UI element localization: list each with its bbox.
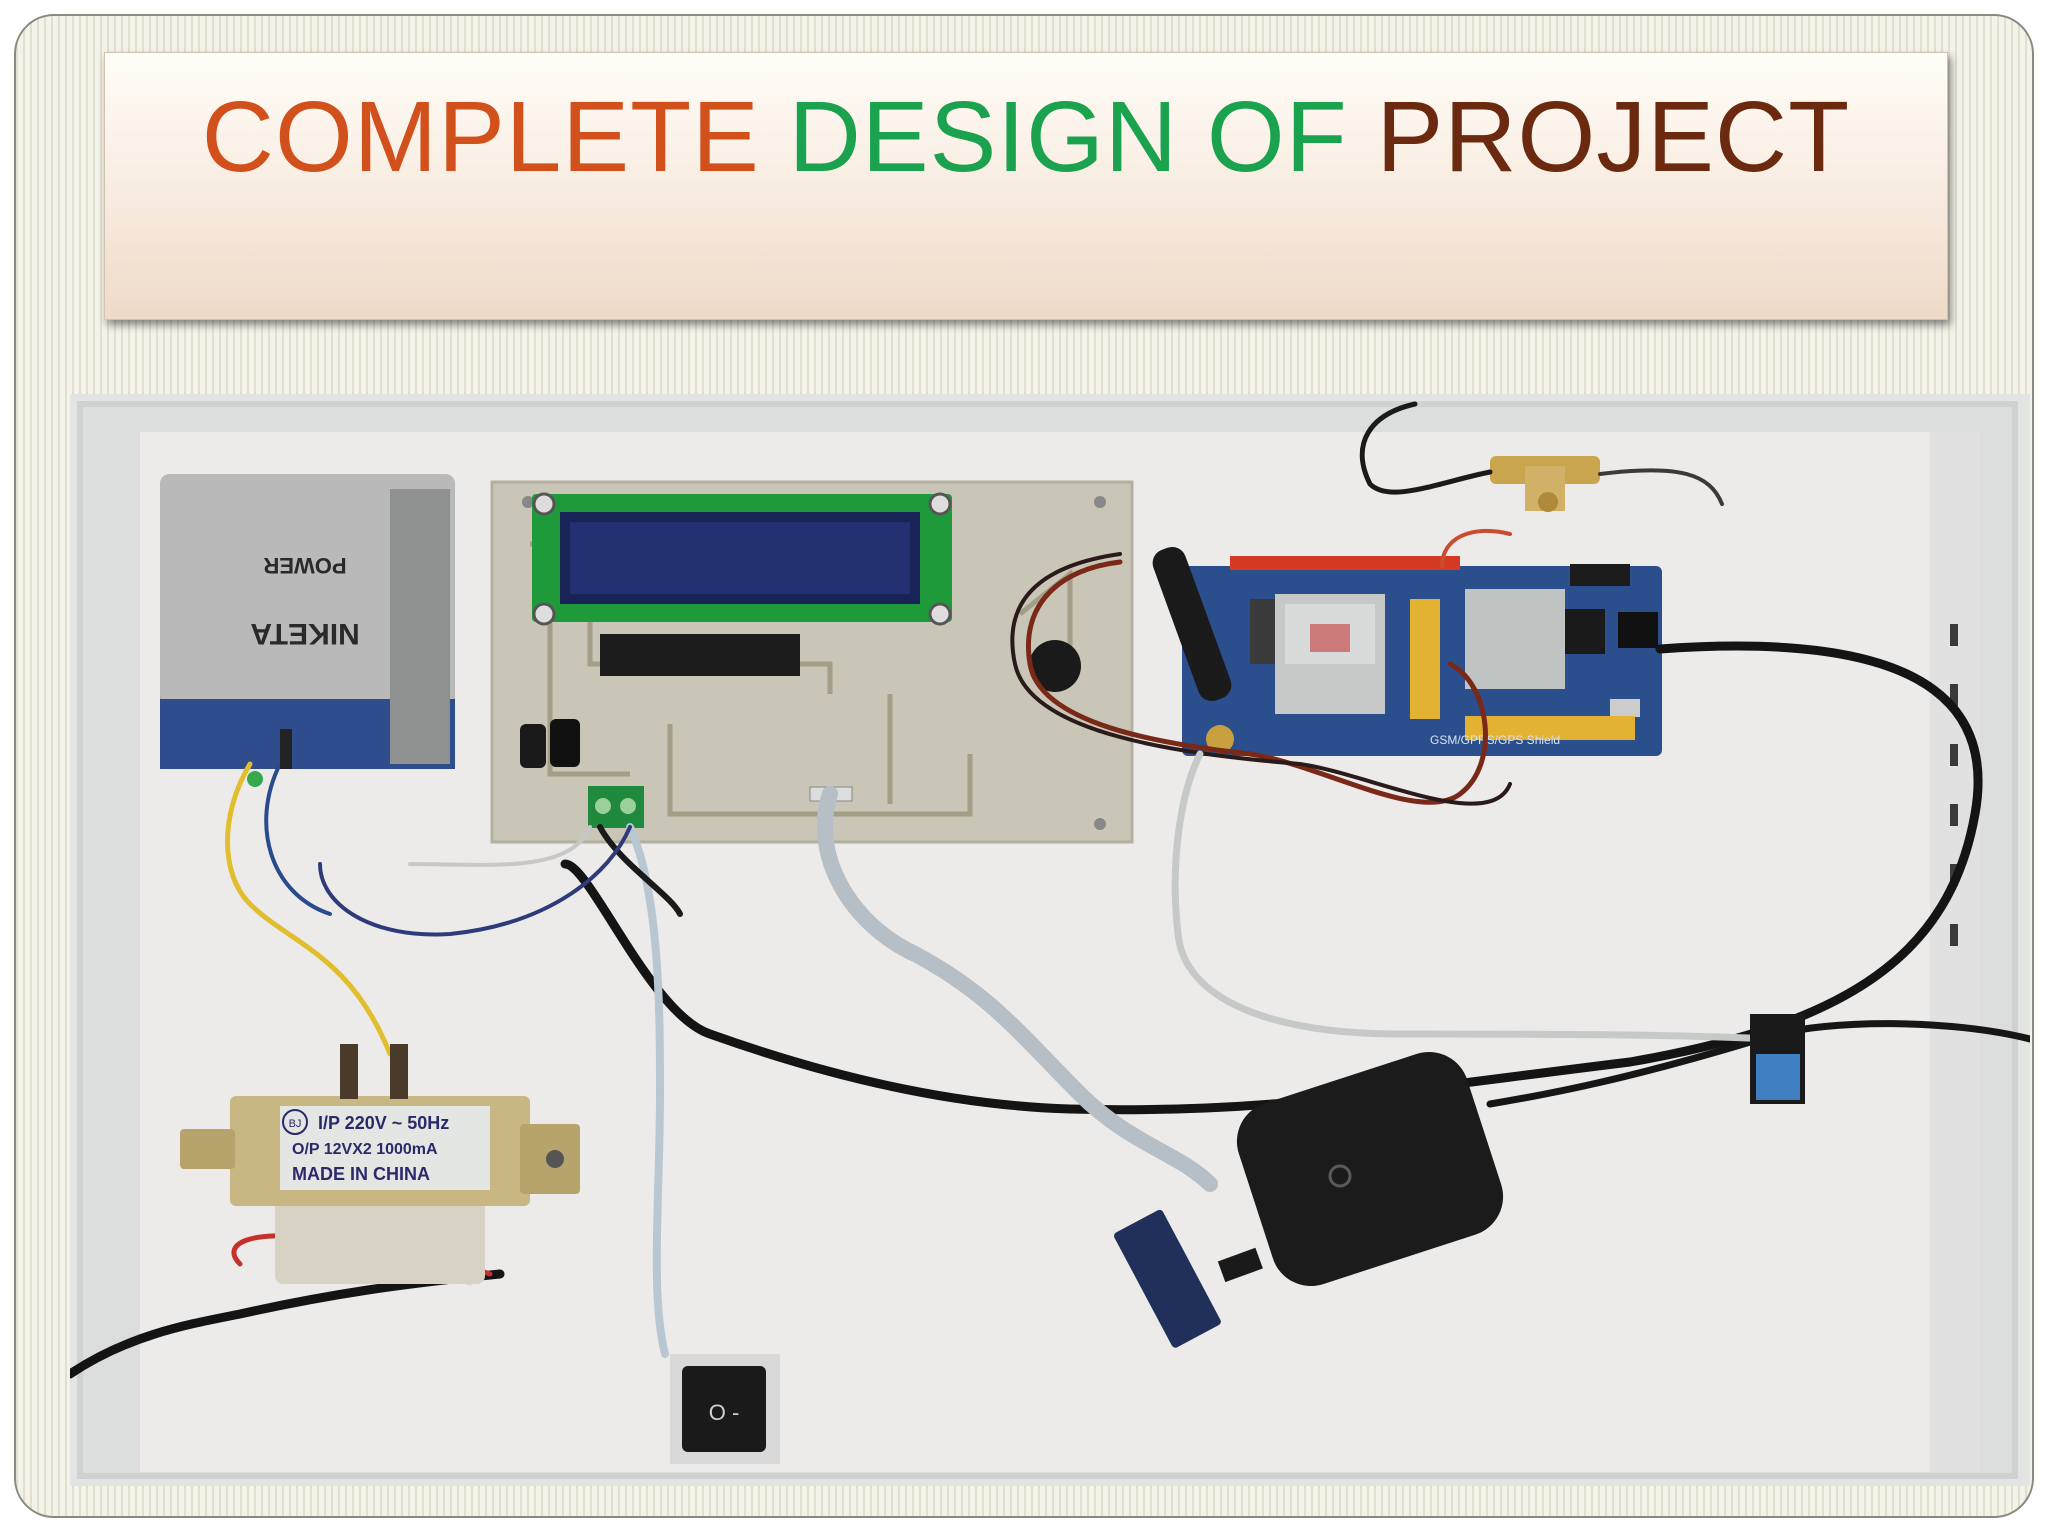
switch-symbols: O - [709,1400,740,1425]
gsm-antenna [1152,546,1234,753]
title-part-project: PROJECT [1376,81,1851,193]
gps-antenna [1236,1051,1504,1287]
battery-label-power: POWER [263,553,346,578]
transformer-origin: MADE IN CHINA [292,1164,430,1184]
project-photo: NIKETA POWER [70,394,2030,1486]
transformer-logo-badge [282,1109,308,1135]
microcontroller-chip [600,634,800,676]
title-part-complete: COMPLETE [201,81,760,193]
transformer-output-rating: O/P 12VX2 1000mA [292,1141,438,1158]
title-box: COMPLETE DESIGN OF PROJECT [104,52,1948,320]
battery-label-niketa: NIKETA [250,617,359,650]
gsm-board-label: GSM/GPRS/GPS Shield [1430,733,1560,747]
title-part-design-of: DESIGN OF [788,81,1348,193]
ir-sensor [1114,1209,1263,1348]
ribbon-cable [816,786,1218,1192]
sensor-module [1750,1014,1805,1104]
transformer-logo: BJ [289,1118,302,1130]
transformer-input-rating: I/P 220V ~ 50Hz [318,1113,449,1133]
rocker-switch: O - [670,1354,780,1464]
gsm-gps-board: GSM/GPRS/GPS Shield [1182,556,1662,756]
main-pcb [490,480,1134,844]
transformer: BJ I/P 220V ~ 50Hz O/P 12VX2 1000mA MADE… [180,1044,580,1284]
slide: COMPLETE DESIGN OF PROJECT NIKETA POWE [14,14,2034,1518]
battery: NIKETA POWER [160,474,455,769]
slide-title: COMPLETE DESIGN OF PROJECT [105,87,1947,187]
sma-connector [1490,456,1600,512]
sim-slot [1465,589,1565,689]
buzzer [1029,640,1081,692]
